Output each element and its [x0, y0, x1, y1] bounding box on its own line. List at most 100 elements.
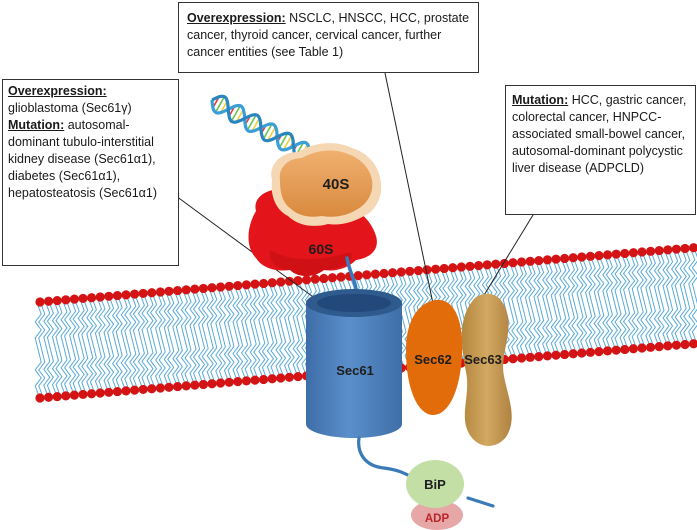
lipid-head: [276, 373, 286, 383]
lipid-tail: [111, 343, 120, 388]
lipid-head: [78, 389, 88, 400]
lipid-head: [603, 250, 613, 260]
lipid-tail: [278, 329, 287, 375]
lipid-tail: [653, 254, 662, 299]
helix-base-pair: [214, 96, 226, 113]
lipid-tail: [631, 256, 639, 301]
lipid-head: [336, 272, 346, 282]
lipid-head: [534, 255, 544, 266]
callout-heading: Mutation:: [512, 93, 569, 107]
lipid-tail: [167, 295, 175, 340]
lipid-head: [456, 262, 466, 272]
lipid-head: [517, 257, 527, 267]
lipid-head: [577, 348, 587, 358]
lipid-tail: [579, 260, 588, 306]
lipid-tail: [244, 332, 252, 378]
lipid-tail: [567, 305, 576, 350]
lipid-tail: [640, 299, 648, 345]
lipid-head: [284, 372, 294, 382]
lipid-tail: [683, 252, 691, 297]
lipid-tail: [610, 302, 619, 347]
callout-text-mutation: autosomal-dominant tubulo-interstitial k…: [8, 118, 157, 200]
lipid-head: [155, 383, 165, 393]
lipid-head: [78, 293, 88, 304]
bip-shape: [406, 460, 464, 508]
lipid-tail: [146, 296, 154, 341]
lipid-tail: [597, 259, 605, 304]
lipid-tail: [43, 349, 51, 394]
lipid-tail: [192, 337, 201, 382]
lipid-tail: [533, 264, 541, 309]
lipid-head: [585, 251, 596, 261]
lipid-head: [35, 297, 45, 307]
lipid-head: [164, 286, 174, 296]
lipid-tail: [149, 296, 158, 341]
lipid-tail: [554, 262, 562, 308]
lipid-head: [44, 296, 54, 306]
lipid-head: [147, 288, 157, 298]
lipid-tail: [120, 298, 128, 343]
lipid-tail: [605, 258, 614, 304]
lipid-tail: [679, 252, 687, 297]
lipid-tail: [559, 262, 567, 307]
lipid-head: [173, 381, 183, 392]
lipid-head: [689, 243, 697, 253]
lipid-tail: [81, 302, 89, 347]
lipid-head: [241, 376, 251, 386]
lipid-tail: [404, 275, 412, 320]
lipid-head: [181, 381, 191, 391]
lipid-tail: [249, 287, 257, 333]
adp-shape: [411, 500, 463, 530]
lipid-tail: [270, 286, 278, 331]
lipid-tail: [227, 334, 235, 379]
lipid-tail: [674, 253, 682, 298]
lipid-tail: [576, 260, 584, 306]
lipid-head: [542, 351, 553, 361]
lipid-tail: [34, 349, 42, 395]
lipid-tail: [559, 306, 567, 351]
lipid-tail: [184, 293, 192, 338]
lipid-tail: [679, 296, 687, 341]
lipid-head: [95, 292, 105, 302]
lipid-head: [164, 382, 174, 392]
helix-base-pair: [230, 105, 241, 122]
lipid-tail: [507, 266, 515, 311]
lipid-tail: [51, 348, 60, 393]
lipid-head: [388, 268, 398, 278]
lipid-tail: [450, 271, 459, 316]
lipid-head: [267, 374, 277, 384]
lipid-head: [259, 374, 269, 385]
ribosome: 40S 60S: [248, 143, 382, 276]
lipid-head: [198, 283, 208, 294]
lipid-tail: [674, 297, 682, 342]
lipid-tail: [86, 345, 94, 390]
lipid-tail: [588, 260, 596, 305]
lipid-tail: [98, 300, 106, 346]
lipid-head: [370, 269, 380, 279]
lipid-head: [233, 280, 243, 291]
lipid-tail: [223, 334, 232, 379]
lipid-tail: [602, 258, 610, 304]
lipid-tail: [141, 297, 149, 342]
lipid-head: [327, 273, 337, 283]
lipid-tail: [232, 333, 240, 378]
lipid-tail: [146, 340, 154, 385]
lipid-tail: [645, 299, 653, 344]
lipid-tail: [253, 287, 261, 333]
lipid-head: [405, 266, 415, 276]
lipid-tail: [206, 335, 214, 380]
lipid-head: [35, 393, 45, 403]
lipid-head: [121, 290, 131, 300]
adp-label: ADP: [425, 513, 450, 525]
lipid-head: [671, 244, 682, 254]
lipid-head: [216, 378, 226, 388]
lipid-tail: [528, 265, 536, 310]
lipid-tail: [77, 346, 85, 391]
lipid-tail: [584, 304, 593, 349]
callout-text: NSCLC, HNSCC, HCC, prostate cancer, thyr…: [187, 11, 470, 59]
lipid-tail: [545, 263, 553, 309]
lipid-tail: [137, 297, 146, 342]
lipid-tail: [528, 309, 536, 354]
lipid-head: [577, 252, 587, 262]
lipid-tail: [172, 294, 180, 339]
